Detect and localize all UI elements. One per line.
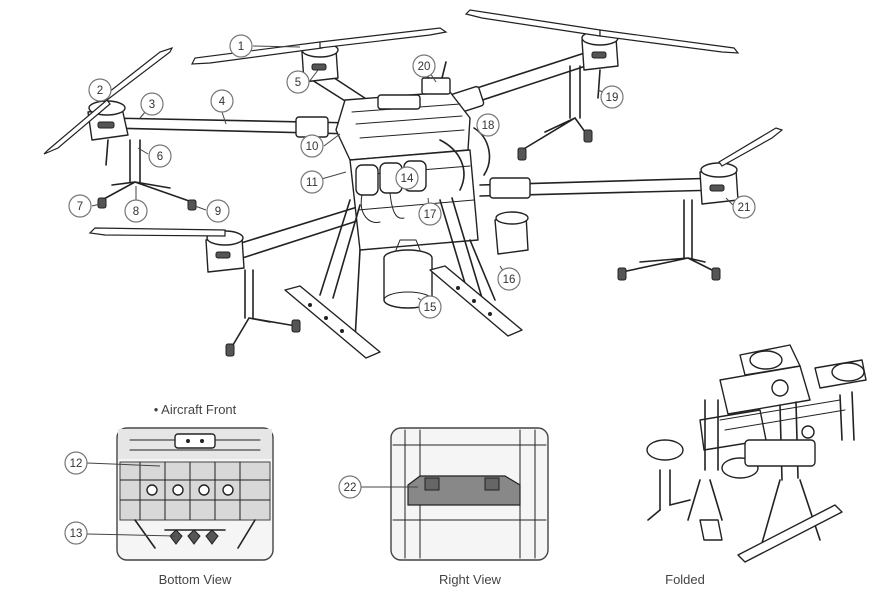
callout-18: 18: [476, 113, 500, 137]
svg-text:19: 19: [606, 92, 619, 104]
svg-text:10: 10: [306, 141, 319, 153]
main-aircraft-illustration: [43, 9, 784, 359]
svg-text:11: 11: [306, 177, 318, 189]
svg-text:2: 2: [97, 85, 103, 97]
callout-8: 8: [124, 199, 148, 223]
leg-rear-right: [617, 199, 721, 281]
callout-16: 16: [497, 267, 521, 291]
svg-text:21: 21: [738, 202, 751, 214]
leg-front-left: [97, 139, 197, 211]
svg-text:15: 15: [424, 302, 437, 314]
callout-9: 9: [206, 199, 230, 223]
callout-10: 10: [300, 134, 324, 158]
svg-text:20: 20: [418, 61, 431, 73]
pump-a: [355, 164, 379, 196]
svg-text:9: 9: [215, 206, 221, 218]
callout-17: 17: [418, 202, 442, 226]
right-view-caption: Right View: [439, 572, 501, 587]
callout-21: 21: [732, 195, 756, 219]
landing-gear: [284, 197, 523, 359]
arm-lock-front-left: [295, 116, 329, 138]
callout-11: 11: [300, 170, 324, 194]
svg-text:18: 18: [482, 120, 495, 132]
callout-2: 2: [88, 78, 112, 102]
motor-rear-right: [699, 162, 739, 205]
bottom-view-caption: Bottom View: [158, 572, 232, 587]
antenna-mount: [421, 77, 451, 95]
folded-caption: Folded: [665, 572, 705, 587]
callout-13: 13: [64, 521, 88, 545]
propeller-front-right: [464, 9, 740, 54]
callout-12: 12: [64, 451, 88, 475]
callout-14: 14: [395, 166, 419, 190]
callout-22: 22: [338, 475, 362, 499]
arm-lock-rear-right: [489, 177, 531, 199]
callout-7: 7: [68, 194, 92, 218]
svg-text:16: 16: [503, 274, 516, 286]
svg-text:1: 1: [238, 41, 244, 53]
aircraft-front-label: • Aircraft Front: [153, 402, 237, 417]
propeller-rear-left: [88, 227, 226, 237]
propeller-front-center: [191, 27, 448, 65]
callout-4: 4: [210, 89, 234, 113]
svg-text:6: 6: [157, 151, 163, 163]
callout-20: 20: [412, 54, 436, 78]
callout-19: 19: [600, 85, 624, 109]
svg-text:8: 8: [133, 206, 139, 218]
leg-front-right: [517, 65, 593, 161]
svg-text:7: 7: [77, 201, 83, 213]
right-view-panel: [361, 427, 549, 561]
callout-15: 15: [418, 295, 442, 319]
callout-3: 3: [140, 92, 164, 116]
svg-text:13: 13: [70, 528, 83, 540]
callout-5: 5: [286, 70, 310, 94]
flight-controller-cover: [377, 94, 421, 110]
callout-1: 1: [229, 34, 253, 58]
svg-text:4: 4: [219, 96, 226, 108]
svg-text:17: 17: [424, 209, 437, 221]
motor-rear-left: [205, 230, 245, 273]
motor-rear-center: [494, 211, 529, 255]
leg-rear-left: [225, 269, 301, 357]
folded-aircraft-illustration: [646, 344, 867, 563]
svg-text:22: 22: [344, 482, 357, 494]
svg-text:14: 14: [401, 173, 414, 185]
spreading-system: [383, 239, 433, 309]
svg-text:5: 5: [295, 77, 301, 89]
svg-text:12: 12: [70, 458, 83, 470]
callout-6: 6: [148, 144, 172, 168]
propeller-rear-right: [718, 127, 784, 167]
bottom-view-panel: [86, 427, 274, 561]
svg-text:3: 3: [149, 99, 155, 111]
